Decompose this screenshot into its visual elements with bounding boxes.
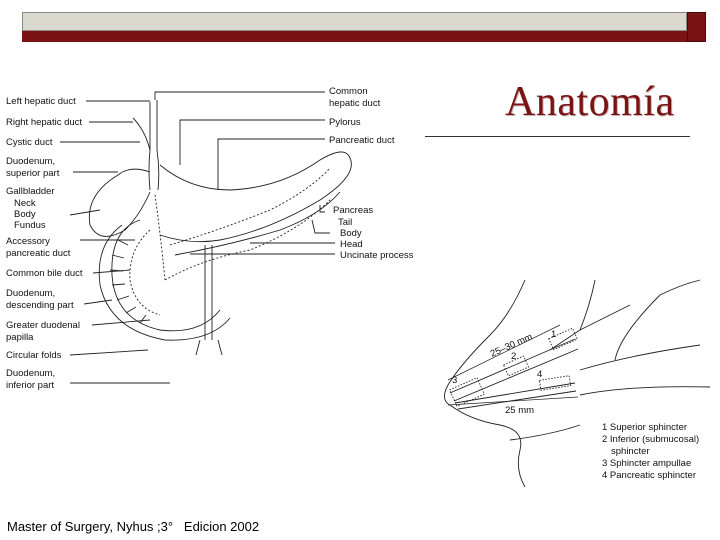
source-credit: Master of Surgery, Nyhus ;3° Edicion 200… bbox=[7, 519, 260, 534]
legend-line-2: 2 Inferior (submucosal) bbox=[602, 434, 699, 445]
label-circular-folds: Circular folds bbox=[6, 350, 62, 361]
sphincter-number-3: 3 bbox=[452, 375, 457, 386]
pancreas-anatomy-diagram: Left hepatic duct Right hepatic duct Cys… bbox=[6, 86, 414, 391]
label-accessory-duct-1: Accessory bbox=[6, 236, 50, 247]
label-duodenum-descending-1: Duodenum, bbox=[6, 288, 55, 299]
label-common-bile-duct: Common bile duct bbox=[6, 268, 83, 279]
label-pancreas-body: Body bbox=[340, 228, 362, 239]
label-greater-papilla-1: Greater duodenal bbox=[6, 320, 80, 331]
label-pancreas-tail: Tail bbox=[338, 217, 352, 228]
label-accessory-duct-2: pancreatic duct bbox=[6, 248, 71, 259]
label-uncinate-process: Uncinate process bbox=[340, 250, 414, 261]
label-pancreas-head: Head bbox=[340, 239, 363, 250]
label-pancreatic-duct: Pancreatic duct bbox=[329, 135, 395, 146]
label-gallbladder-fundus: Fundus bbox=[14, 220, 46, 231]
label-duodenum-inferior-1: Duodenum, bbox=[6, 368, 55, 379]
sphincter-number-1: 1 bbox=[551, 329, 556, 340]
label-cystic-duct: Cystic duct bbox=[6, 137, 53, 148]
label-gallbladder: Gallbladder bbox=[6, 186, 55, 197]
legend-line-4: 3 Sphincter ampullae bbox=[602, 458, 691, 469]
title-underline bbox=[425, 136, 690, 137]
slide-title: Anatomía bbox=[505, 79, 675, 125]
label-duodenum-descending-2: descending part bbox=[6, 300, 74, 311]
label-duodenum-inferior-2: inferior part bbox=[6, 380, 54, 391]
header-accent-bar bbox=[22, 31, 687, 42]
sphincter-number-2: 2 bbox=[511, 351, 516, 362]
label-right-hepatic-duct: Right hepatic duct bbox=[6, 117, 82, 128]
label-common-hepatic-2: hepatic duct bbox=[329, 98, 381, 109]
label-gallbladder-body: Body bbox=[14, 209, 36, 220]
sphincter-of-oddi-diagram: 25–30 mm 25 mm 1 2 3 4 1 Superior sphinc… bbox=[444, 279, 711, 488]
sphincter-number-4: 4 bbox=[537, 369, 542, 380]
label-common-hepatic-1: Common bbox=[329, 86, 368, 97]
label-greater-papilla-2: papilla bbox=[6, 332, 34, 343]
legend-line-5: 4 Pancreatic sphincter bbox=[602, 470, 696, 481]
legend-line-1: 1 Superior sphincter bbox=[602, 422, 687, 433]
label-left-hepatic-duct: Left hepatic duct bbox=[6, 96, 76, 107]
header-end-block bbox=[687, 12, 706, 42]
dimension-bottom: 25 mm bbox=[505, 405, 534, 416]
header-bar bbox=[22, 12, 687, 31]
label-duodenum-superior-1: Duodenum, bbox=[6, 156, 55, 167]
label-pylorus: Pylorus bbox=[329, 117, 361, 128]
legend-line-3: sphincter bbox=[611, 446, 650, 457]
label-duodenum-superior-2: superior part bbox=[6, 168, 60, 179]
label-pancreas: Pancreas bbox=[333, 205, 373, 216]
label-gallbladder-neck: Neck bbox=[14, 198, 36, 209]
